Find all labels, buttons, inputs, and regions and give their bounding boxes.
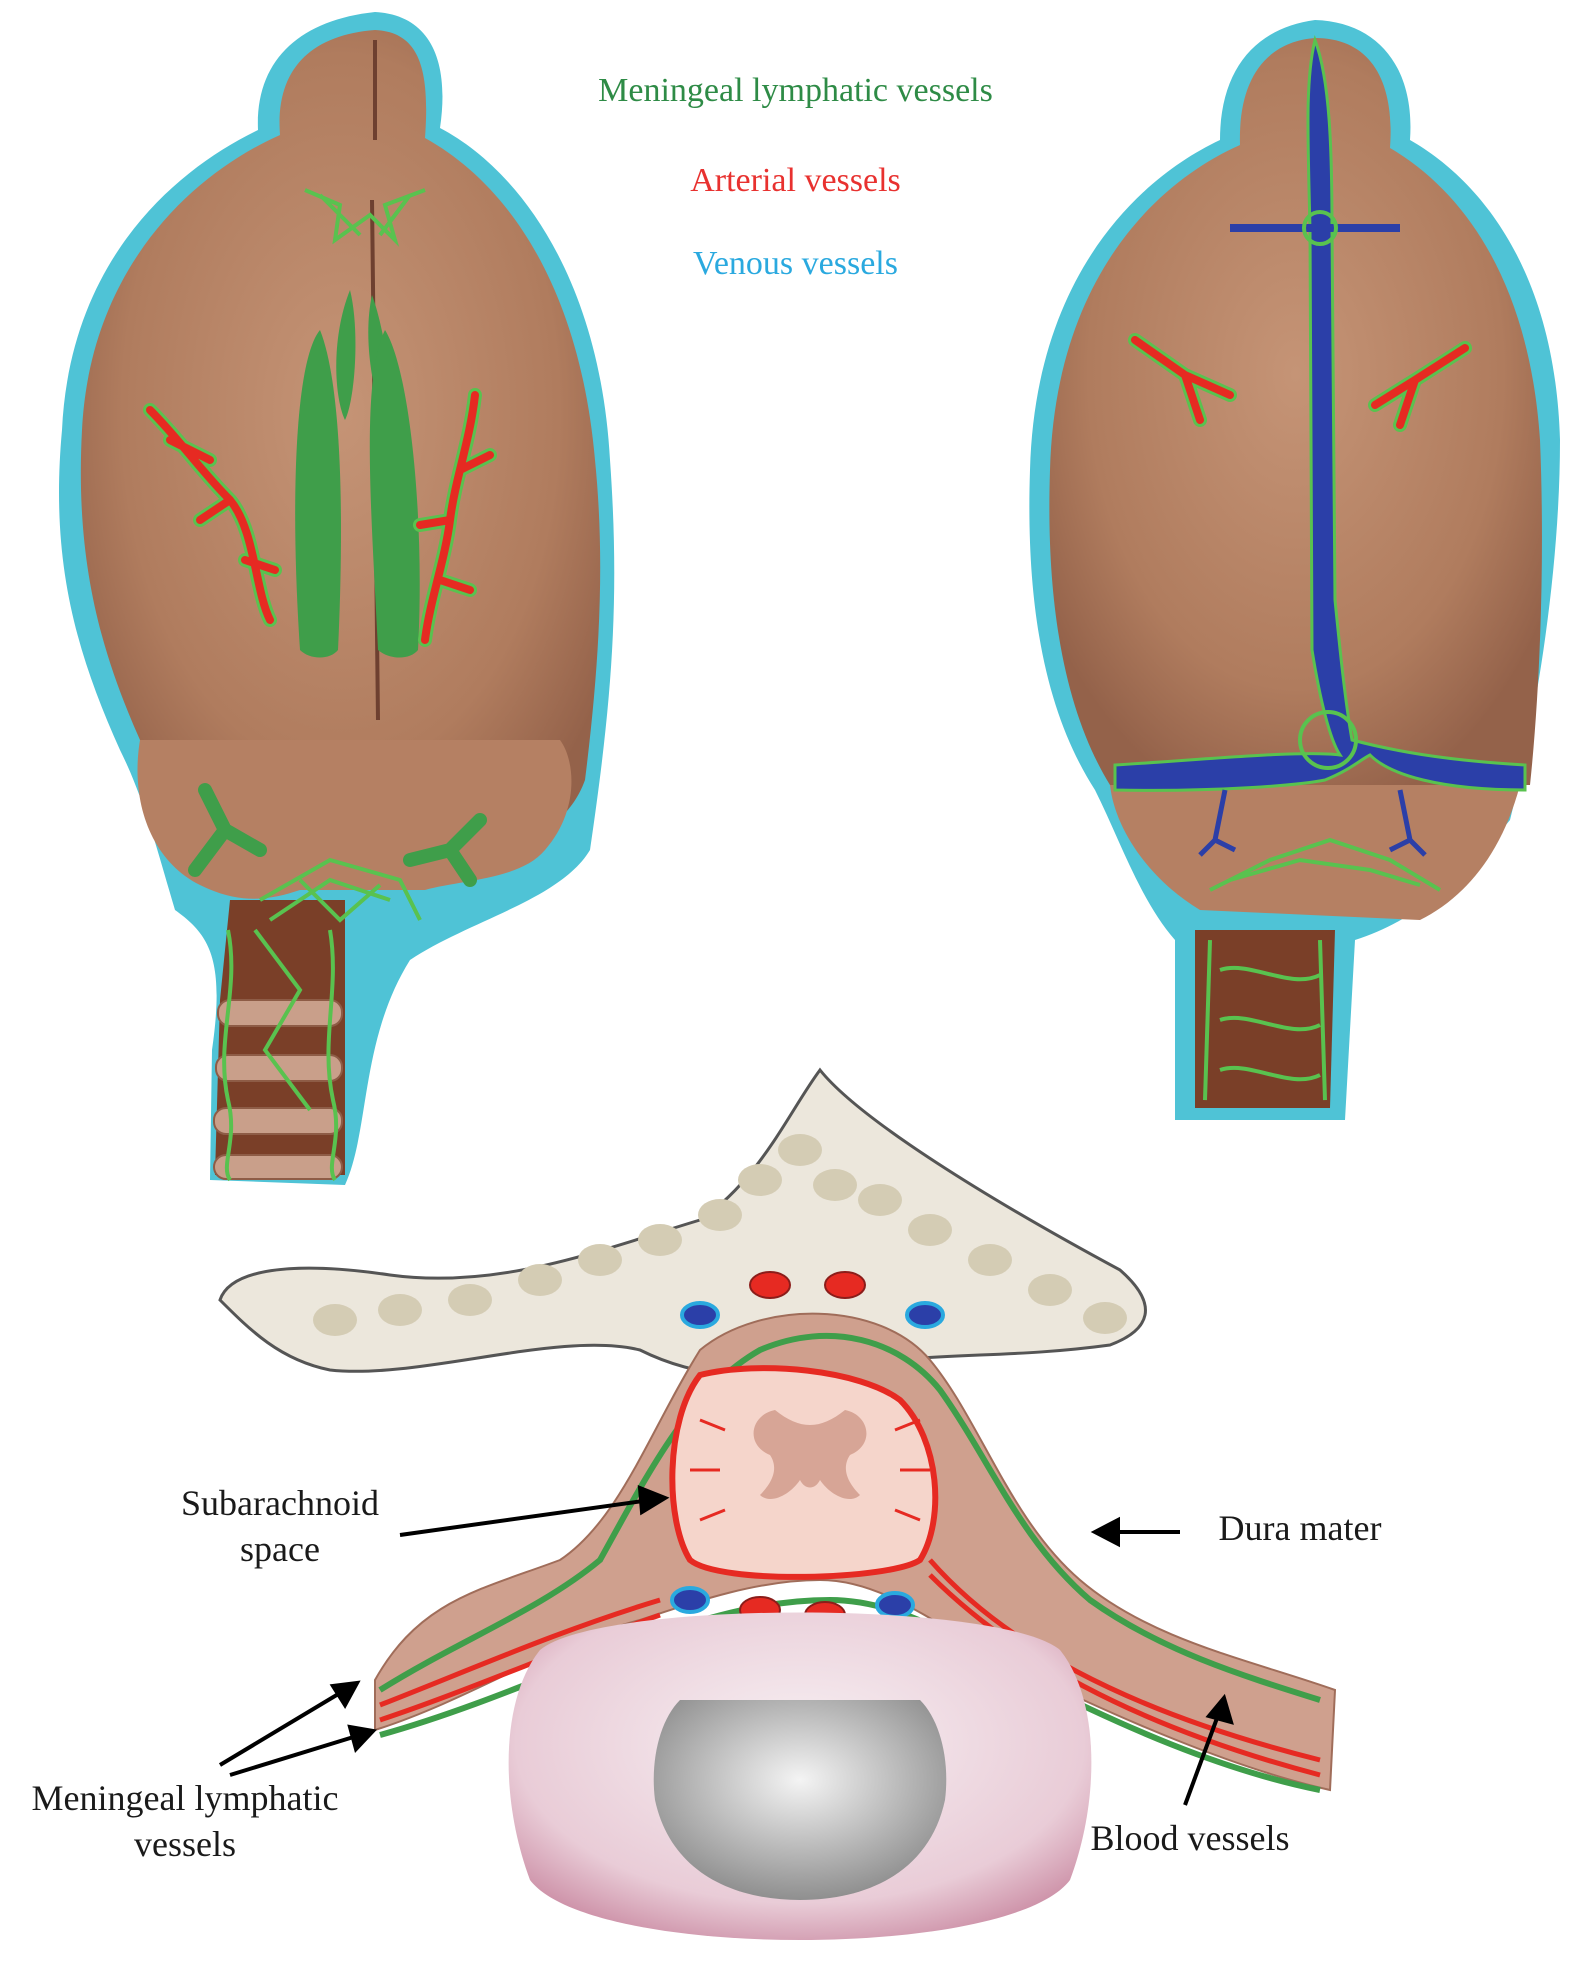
label-meningeal-line1: Meningeal lymphatic — [31, 1778, 339, 1818]
right-brain-hemispheres — [1049, 38, 1542, 785]
label-subarachnoid-space: Subarachnoid space — [150, 1480, 410, 1572]
left-cervical-lymphatic-network — [222, 857, 422, 1182]
legend-lymphatic: Meningeal lymphatic vessels — [0, 72, 1591, 110]
left-vertebra-segments — [213, 999, 343, 1180]
label-subarachnoid-line1: Subarachnoid — [181, 1483, 379, 1523]
legend-arterial-text: Arterial vessels — [690, 162, 901, 199]
label-meningeal-lymphatic-vessels: Meningeal lymphatic vessels — [0, 1775, 370, 1867]
right-brain-view — [1029, 20, 1560, 1120]
legend-arterial: Arterial vessels — [0, 162, 1591, 200]
label-subarachnoid-line2: space — [240, 1529, 320, 1569]
right-lymphatic-network — [1203, 837, 1442, 1101]
bone-marrow-spots — [313, 1134, 1127, 1336]
confluence-of-sinuses — [1298, 710, 1358, 770]
annotation-arrows — [218, 1484, 1234, 1806]
left-brain-hemispheres — [80, 30, 601, 880]
right-spinal-cord — [1195, 930, 1335, 1108]
left-olfactory-lymphatic-net — [304, 188, 426, 247]
label-blood-vessels: Blood vessels — [1060, 1815, 1320, 1861]
legend-venous: Venous vessels — [0, 245, 1591, 283]
spinal-cross-section — [218, 1067, 1337, 1940]
vertebral-body-core — [653, 1700, 947, 1900]
blood-vessel-strands — [379, 1558, 1321, 1778]
legend-venous-text: Venous vessels — [693, 245, 898, 282]
left-basal-lymphatic-branches — [188, 783, 487, 887]
label-blood-vessels-text: Blood vessels — [1090, 1818, 1290, 1858]
left-spinal-cord — [215, 900, 345, 1175]
right-descending-veins — [1198, 789, 1427, 857]
legend-lymphatic-text: Meningeal lymphatic vessels — [598, 72, 993, 109]
label-dura-mater: Dura mater — [1190, 1505, 1410, 1551]
left-dorsal-lymphatic-patches — [295, 290, 420, 658]
right-view-arteries — [1128, 333, 1472, 432]
label-meningeal-line2: vessels — [134, 1824, 236, 1864]
left-brain-view — [59, 12, 615, 1185]
radial-arteries — [690, 1418, 930, 1522]
grey-matter-butterfly — [753, 1410, 867, 1500]
label-dura-mater-text: Dura mater — [1218, 1508, 1382, 1548]
